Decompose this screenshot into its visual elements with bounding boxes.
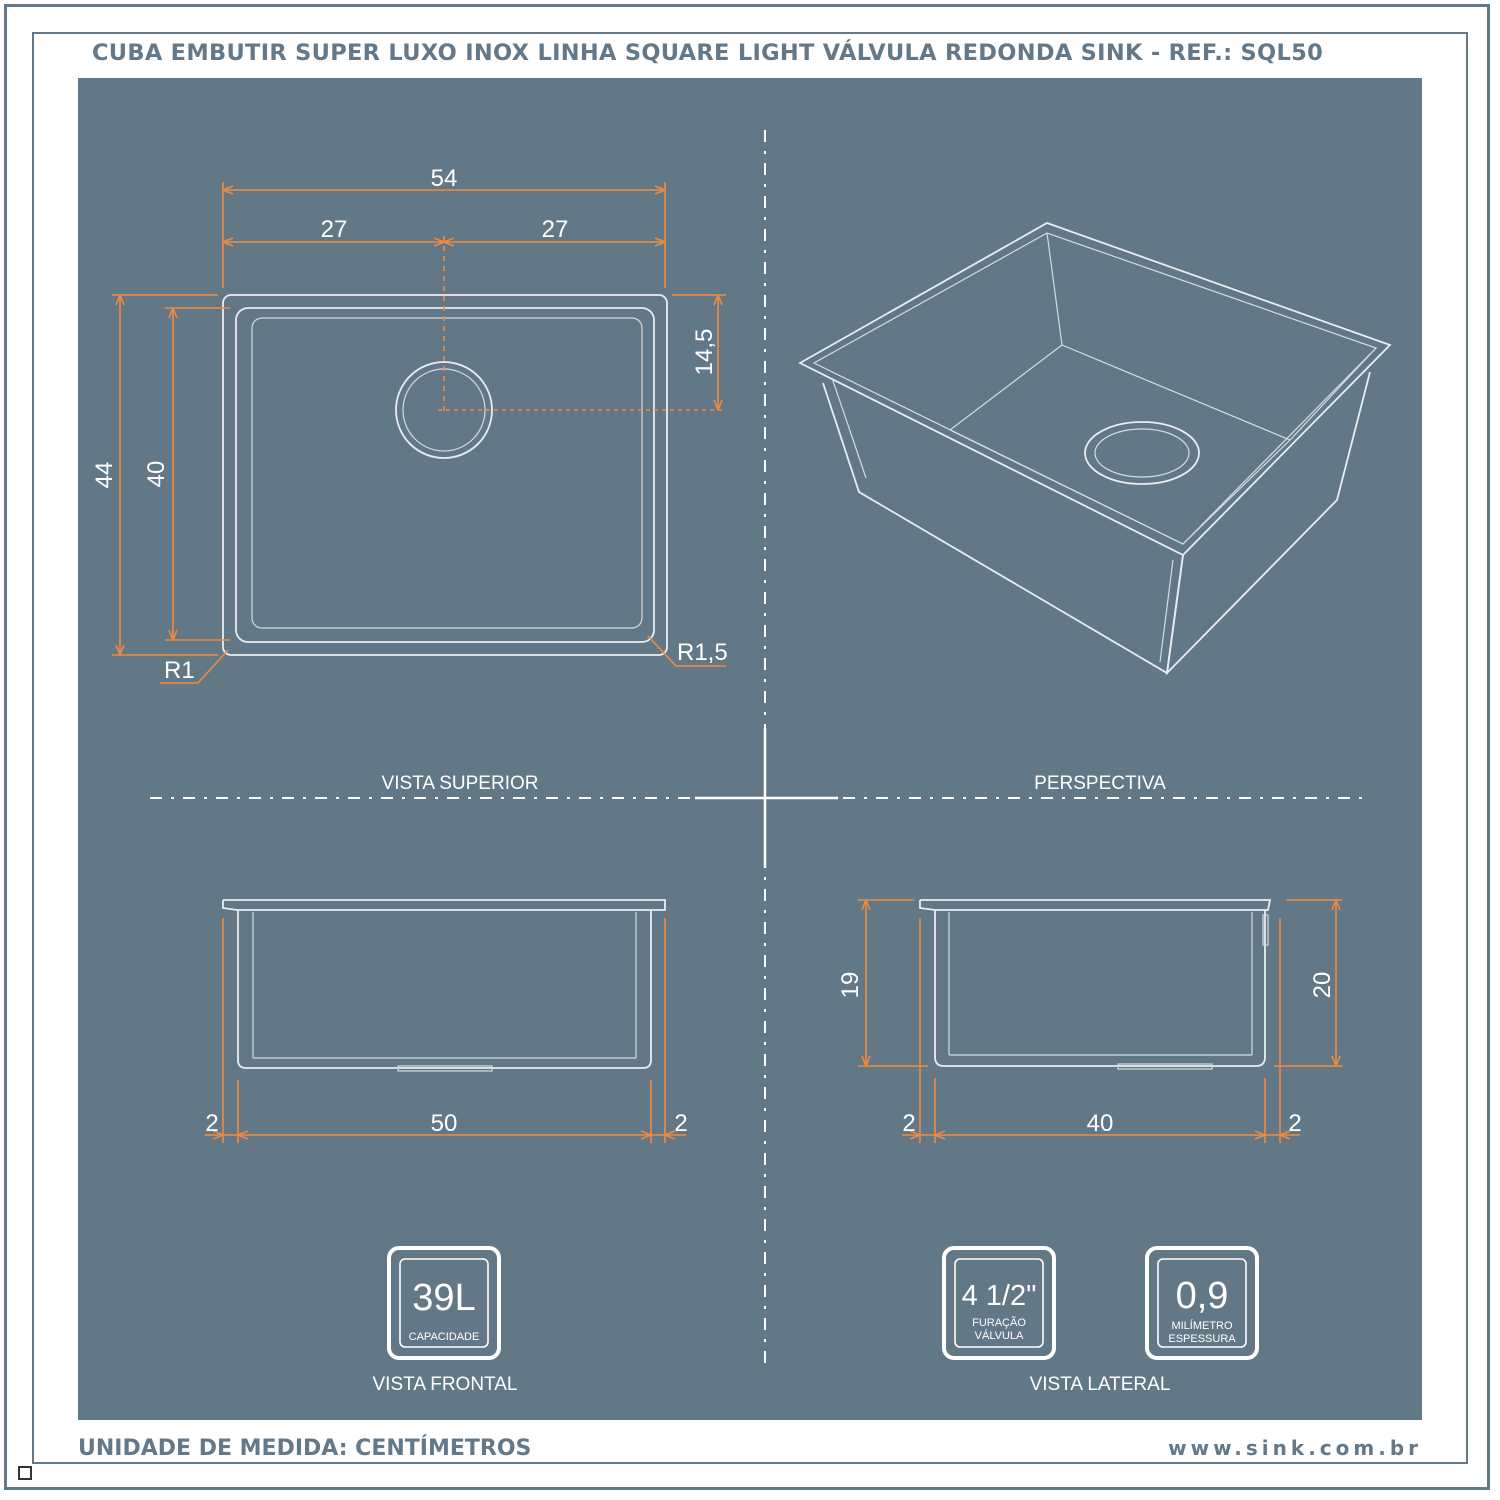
badge-outer	[942, 1246, 1056, 1360]
label-side-view: VISTA LATERAL	[1030, 1374, 1171, 1395]
label-front-view: VISTA FRONTAL	[373, 1374, 518, 1395]
persp-edge	[1159, 559, 1174, 663]
badge-inner	[399, 1258, 489, 1348]
leader-radius-inner	[647, 635, 726, 667]
persp-back-corner	[949, 232, 1063, 431]
perspective-view	[798, 222, 1392, 676]
dim-total-width: 54	[431, 165, 458, 192]
dim-half-right: 27	[542, 216, 569, 243]
thickness-caption-line1: MILÍMETRO	[1171, 1319, 1233, 1332]
top-view: 54 27 27 44 40 14,5 R1 R1,5	[91, 165, 728, 684]
inner-frame	[32, 32, 1468, 1464]
dim-side-right-flange: 2	[1288, 1110, 1301, 1137]
front-bowl	[237, 910, 652, 1069]
capacity-value: 39L	[412, 1277, 475, 1319]
top-bowl-floor	[251, 317, 643, 629]
dim-arrows	[861, 899, 871, 1067]
thickness-caption-line2: ESPESSURA	[1168, 1333, 1236, 1345]
dim-arrows	[222, 185, 666, 195]
dim-outer-depth: 44	[91, 462, 118, 489]
corner-marker	[18, 1466, 32, 1480]
dim-front-right-flange: 2	[674, 1110, 687, 1137]
dim-arrows	[1331, 899, 1341, 1067]
valve-value: 4 1/2"	[962, 1280, 1037, 1312]
dim-half-left: 27	[321, 216, 348, 243]
top-inner-bowl	[235, 307, 655, 643]
persp-edge	[831, 377, 867, 479]
dim-arrows	[909, 1130, 1291, 1140]
dim-side-outer-height: 20	[1309, 972, 1336, 999]
front-rim	[222, 899, 666, 911]
valve-caption-line2: VÁLVULA	[975, 1329, 1024, 1342]
dim-front-inner-width: 50	[431, 1110, 458, 1137]
badge-outer	[387, 1246, 501, 1360]
unit-note: UNIDADE DE MEDIDA: CENTÍMETROS	[78, 1436, 532, 1461]
front-drain	[397, 1065, 493, 1072]
badge-inner	[1157, 1258, 1247, 1348]
front-view: 2 50 2	[205, 899, 688, 1143]
dim-arrows	[713, 294, 723, 411]
outer-frame	[4, 4, 1490, 1490]
persp-floor-side	[1182, 439, 1291, 545]
dim-arrows	[212, 1130, 676, 1140]
sheet-title: CUBA EMBUTIR SUPER LUXO INOX LINHA SQUAR…	[92, 40, 1324, 66]
persp-floor-edge	[1061, 344, 1377, 441]
side-view: 19 20 2 40 2	[837, 899, 1342, 1143]
dim-arrows	[222, 237, 666, 247]
dim-side-left-flange: 2	[902, 1110, 915, 1137]
persp-drain-inner	[1094, 428, 1190, 478]
dim-arrows	[168, 307, 178, 641]
label-top-view: VISTA SUPERIOR	[382, 773, 539, 794]
thickness-value: 0,9	[1176, 1275, 1229, 1317]
persp-side-body	[1165, 371, 1371, 676]
side-drain	[1117, 1063, 1213, 1070]
capacity-caption: CAPACIDADE	[409, 1331, 480, 1343]
badge-inner	[954, 1258, 1044, 1348]
drawing-panel	[78, 78, 1422, 1420]
badge-valve: 4 1/2" FURAÇÃO VÁLVULA	[942, 1246, 1056, 1360]
drain-outer-ring	[395, 361, 493, 459]
dim-front-left-flange: 2	[205, 1110, 218, 1137]
dim-side-inner-depth: 40	[1087, 1110, 1114, 1137]
side-overflow	[1262, 914, 1269, 946]
side-rim	[919, 899, 1272, 911]
badge-capacity: 39L CAPACIDADE	[387, 1246, 501, 1360]
dim-radius-inner: R1,5	[677, 639, 728, 666]
side-bowl	[934, 910, 1266, 1067]
top-outer-rim	[222, 294, 668, 656]
persp-drain-outer	[1084, 421, 1200, 485]
dim-inner-depth: 40	[143, 461, 170, 488]
center-lines	[150, 130, 1365, 1370]
website-link[interactable]: www.sink.com.br	[1168, 1436, 1422, 1460]
dim-side-inner-height: 19	[837, 972, 864, 999]
badge-thickness: 0,9 MILÍMETRO ESPESSURA	[1145, 1246, 1259, 1360]
persp-rim-inner	[812, 232, 1378, 545]
leader-radius-outer	[160, 649, 229, 684]
label-perspective: PERSPECTIVA	[1034, 773, 1166, 794]
persp-rim-outer	[798, 222, 1392, 557]
badge-outer	[1145, 1246, 1259, 1360]
dim-radius-outer: R1	[164, 657, 195, 684]
dim-arrows	[115, 294, 125, 656]
dim-drain-offset: 14,5	[691, 329, 718, 376]
persp-floor-front	[949, 429, 1184, 545]
valve-caption-line1: FURAÇÃO	[972, 1316, 1026, 1329]
